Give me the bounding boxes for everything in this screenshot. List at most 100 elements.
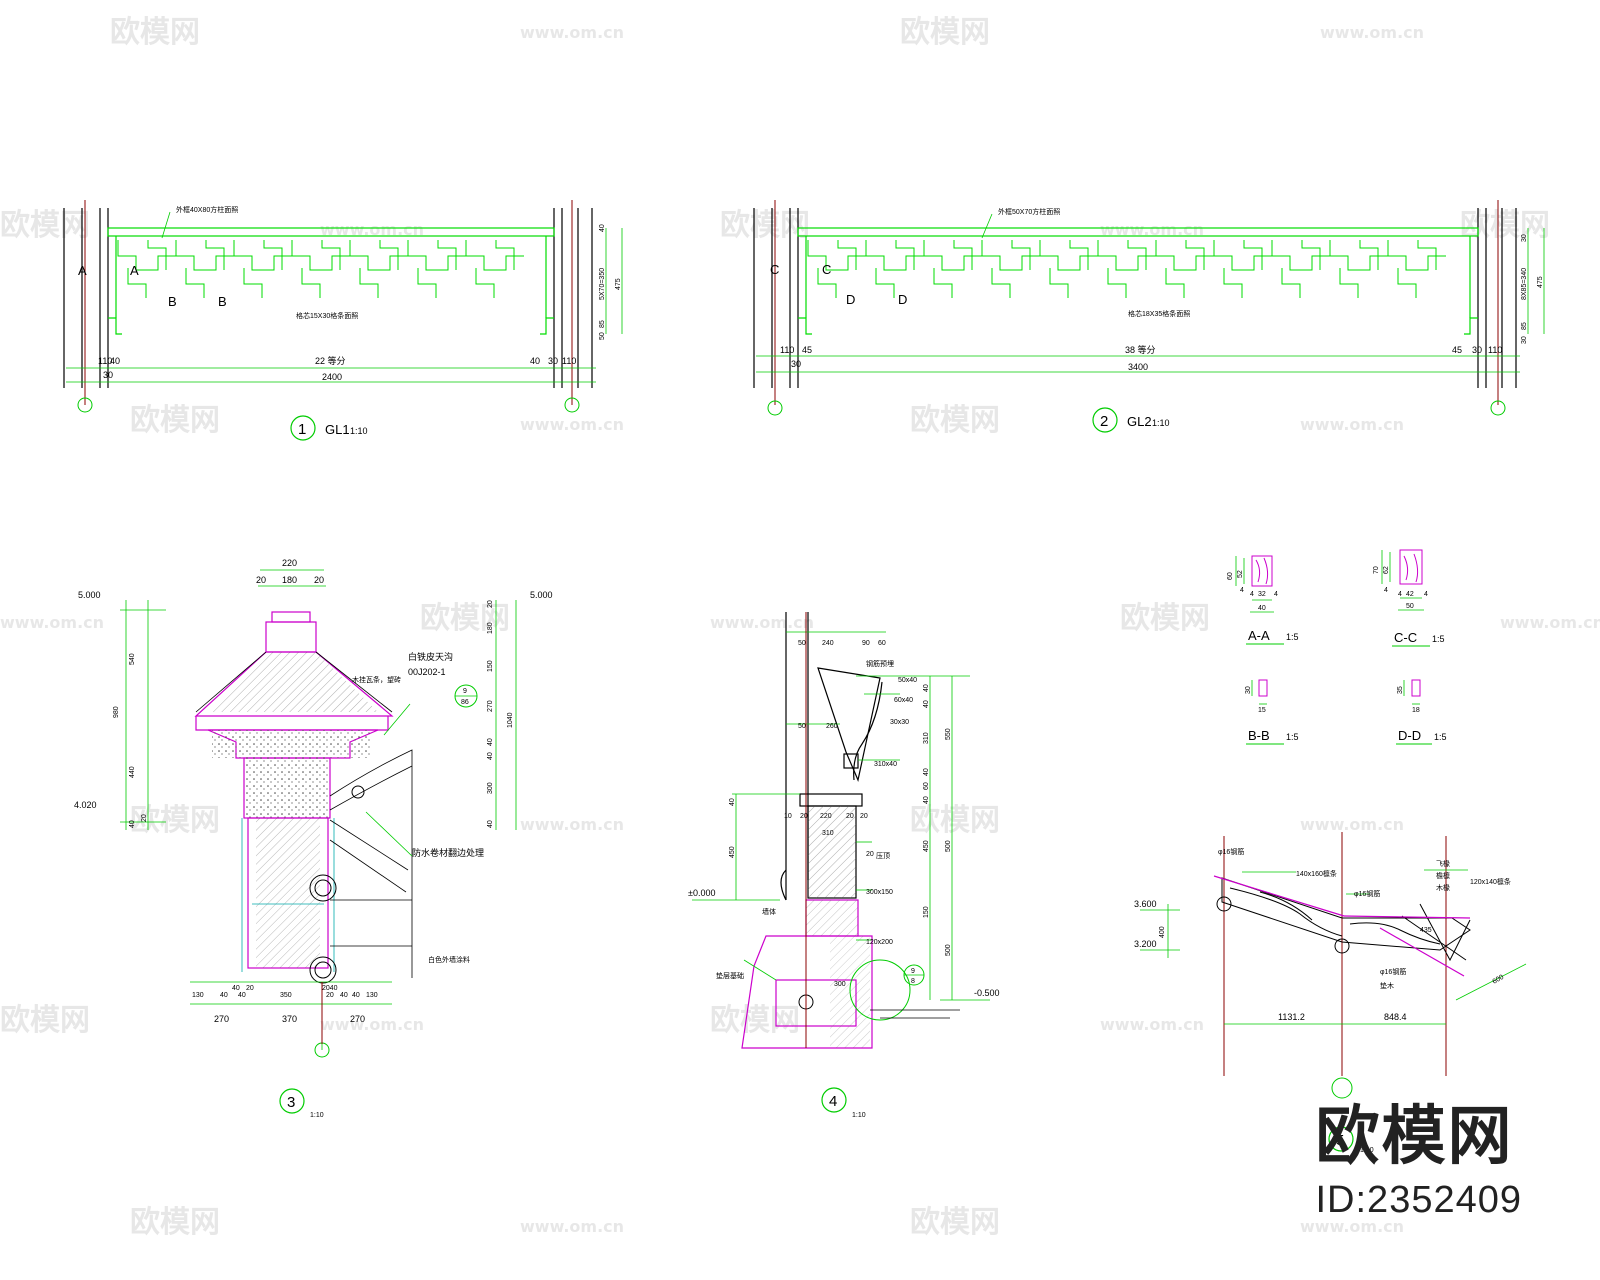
note-text: 垫层 [716,971,730,980]
watermark-text: www.om.cn [520,23,624,42]
dim-text: 310 [923,732,930,744]
watermark-text: www.om.cn [710,613,814,632]
watermark-text: 欧模网 [110,15,200,50]
dim-text: 980 [113,706,120,718]
lattice-pattern [117,240,524,298]
dim-text: 40 [110,356,120,366]
watermark-text: 欧模网 [710,1003,800,1038]
reference-text: 白铁皮天沟 [408,651,453,662]
note-text: φ16钢筋 [1218,847,1244,856]
dim-text: 40 [487,820,494,828]
note-text: φ16钢筋 [1354,889,1380,898]
drawing-number: 5 [1336,1132,1344,1149]
dim-text: 50 [798,640,806,647]
dim-text: 85 [599,320,606,328]
reference-circle-text: 8 [911,978,915,985]
dim-text: 20 [246,985,254,992]
note-text: 飞椽 [1436,859,1450,868]
watermark-text: www.om.cn [1300,815,1404,834]
dim-text: 22 等分 [315,355,346,366]
dim-text: 20 [860,813,868,820]
drawing-gl2: 110 45 38 等分 45 30 110 30 3400 30 8X85=3… [753,200,1545,433]
dim-text: 2040 [322,985,338,992]
drawing-scale: 1:10 [852,1112,866,1119]
watermark-text: www.om.cn [520,815,624,834]
dim-text: 40 [340,992,348,999]
section-mark: B [218,294,227,309]
dim-text: 40 [1258,605,1266,612]
dim-text: 450 [923,840,930,852]
watermark-text: 欧模网 [1120,601,1210,636]
dim-text: 40 [238,992,246,999]
dim-text: 38 等分 [1125,344,1156,355]
elevation-text: 5.000 [78,590,101,600]
watermark-text: www.om.cn [1100,220,1204,239]
drawing-number-circle [290,415,316,441]
dim-text: 40 [220,992,228,999]
watermark-text: 欧模网 [0,208,90,243]
drawing-scale: 1:10 [1360,1147,1374,1154]
note-text: 140x160檩条 [1296,869,1337,878]
dim-text: 70 [1373,566,1380,574]
dim-text: 60 [878,640,886,647]
drawing-number: 3 [287,1094,295,1111]
dim-text: 90 [862,640,870,647]
watermark-text: www.om.cn [1300,415,1404,434]
brand-id: ID:2352409 [1315,1179,1522,1221]
detail-sections: 60 52 4 4 32 4 40 A-A 1:5 70 62 4 4 42 4… [1227,549,1447,745]
dim-text: 40 [129,820,136,828]
watermark-layer: 欧模网 www.om.cn 欧模网 www.om.cn 欧模网 www.om.cn 欧模网 w… [0,15,1600,1240]
note-text: 外框50X70方柱面照 [998,207,1060,216]
dim-text: 40 [923,684,930,692]
dim-text: 600 [1492,974,1506,986]
dim-text: 20 [800,813,808,820]
dim-text: 150 [487,660,494,672]
dim-text: 20 [487,600,494,608]
dim-text: 40 [487,752,494,760]
dim-text: 18 [1412,707,1420,714]
dim-text: 500 [945,944,952,956]
dim-text: 50 [1406,603,1414,610]
dim-text: 270 [350,1014,365,1024]
drawing-3-section: 220 20 180 20 5.000 4.020 5.000 540 980 … [74,558,553,1119]
dim-text: 4 [1424,591,1428,598]
dim-text: 475 [1537,276,1544,288]
dim-text: 40 [729,798,736,806]
note-text: 格芯15X30格条面照 [296,311,358,320]
drawing-number-circle [279,1088,305,1114]
drawing-4-section: 50 240 90 60 50 260 10 20 220 20 20 310 … [688,612,1000,1119]
dim-text: 30 [791,359,801,369]
dim-text: 300 [487,782,494,794]
dim-text: 32 [1258,591,1266,598]
dim-text: 180 [282,575,297,585]
drawing-scale: 1:10 [350,426,368,436]
watermark-text: 欧模网 [720,208,810,243]
elevation-text: ±0.000 [688,888,715,898]
dim-text: 848.4 [1384,1012,1407,1022]
drawing-5-roof-section: 3.600 3.200 400 1131.2 848.4 600 435 φ16… [1134,832,1527,1154]
watermark-text: www.om.cn [320,220,424,239]
dim-text: 35 [1397,686,1404,694]
note-text: 120x140檩条 [1470,877,1511,886]
section-label: A-A [1248,628,1270,643]
callout-text: 120x200 [866,939,893,946]
dim-text: 240 [822,640,834,647]
note-text: 外框40X80方柱面照 [176,205,238,214]
dim-text: 540 [129,653,136,665]
watermark-text: 欧模网 [900,15,990,50]
dim-text: 40 [487,738,494,746]
watermark-text: www.om.cn [520,415,624,434]
watermark-text: 欧模网 [130,803,220,838]
dim-text: 30 [1472,345,1482,355]
dim-text: 550 [945,728,952,740]
watermark-text: 欧模网 [0,1003,90,1038]
watermark-text: www.om.cn [320,1015,424,1034]
dim-text: 110 [1488,345,1502,355]
dim-text: 4 [1250,591,1254,598]
dim-text: 30 [1521,336,1528,344]
watermark-text: 欧模网 [910,1205,1000,1240]
callout-text: 60x40 [894,697,913,704]
note-text: φ16钢筋 [1380,967,1406,976]
dim-text: 40 [232,985,240,992]
reference-circle-text: 9 [463,688,467,695]
